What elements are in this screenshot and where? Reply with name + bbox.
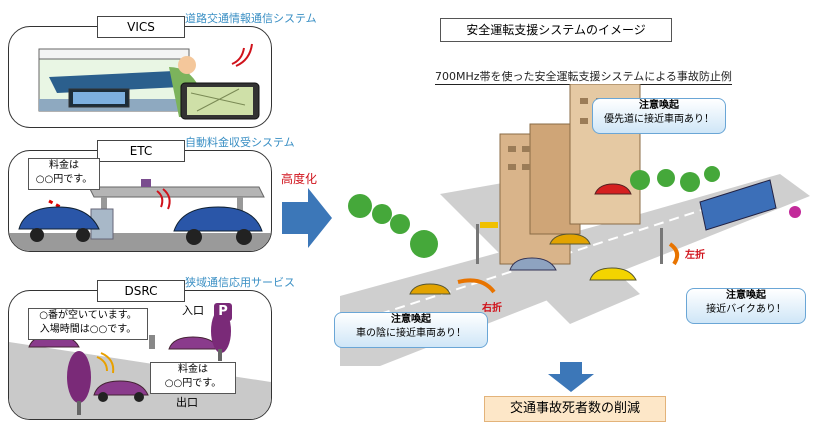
upgrade-arrow-icon (282, 188, 332, 248)
parking-sign-icon: P (214, 303, 232, 321)
result-box: 交通事故死者数の削減 (484, 396, 666, 422)
etc-illustration (9, 179, 271, 251)
alert-bubble-title: 注意喚起 (391, 314, 431, 325)
etc-tag: ETC (97, 140, 185, 162)
vics-panel (8, 26, 272, 128)
alert-bubble-text: 接近バイクあり！ (706, 304, 786, 315)
vics-signal-icon (231, 43, 253, 67)
dsrc-tag: DSRC (97, 280, 185, 302)
dsrc-caption: 狭域通信応用サービス (185, 276, 295, 289)
vics-caption: 道路交通情報通信システム (185, 12, 317, 25)
turn-right-label: 右折 (482, 303, 502, 314)
dsrc-exit-label: 出口 (176, 396, 198, 409)
dsrc-entrance-label: 入口 (182, 304, 204, 317)
vics-illustration (38, 48, 260, 120)
alert-bubble-title: 注意喚起 (726, 290, 766, 301)
diagram-title: 安全運転支援システムのイメージ (440, 18, 672, 42)
alert-bubble-hidden-car: 注意喚起 車の陰に接近車両あり！ (334, 312, 488, 348)
dsrc-space-callout: ○番が空いています。 入場時間は○○です。 (28, 308, 148, 340)
etc-fee-callout: 料金は ○○円です。 (28, 158, 100, 190)
alert-bubble-text: 優先道に接近車両あり！ (604, 114, 714, 125)
alert-bubble-priority-road: 注意喚起 優先道に接近車両あり！ (592, 98, 726, 134)
etc-caption: 自動料金収受システム (185, 136, 295, 149)
alert-bubble-title: 注意喚起 (639, 100, 679, 111)
result-arrow-icon (548, 362, 594, 392)
turn-left-label: 左折 (685, 250, 705, 261)
dsrc-illustration (9, 309, 271, 419)
dsrc-fee-callout: 料金は ○○円です。 (150, 362, 236, 394)
alert-bubble-text: 車の陰に接近車両あり！ (356, 328, 466, 339)
alert-bubble-motorbike: 注意喚起 接近バイクあり！ (686, 288, 806, 324)
upgrade-label: 高度化 (281, 172, 318, 186)
diagram-subtitle: 700MHz帯を使った安全運転支援システムによる事故防止例 (435, 70, 732, 85)
vics-tag: VICS (97, 16, 185, 38)
